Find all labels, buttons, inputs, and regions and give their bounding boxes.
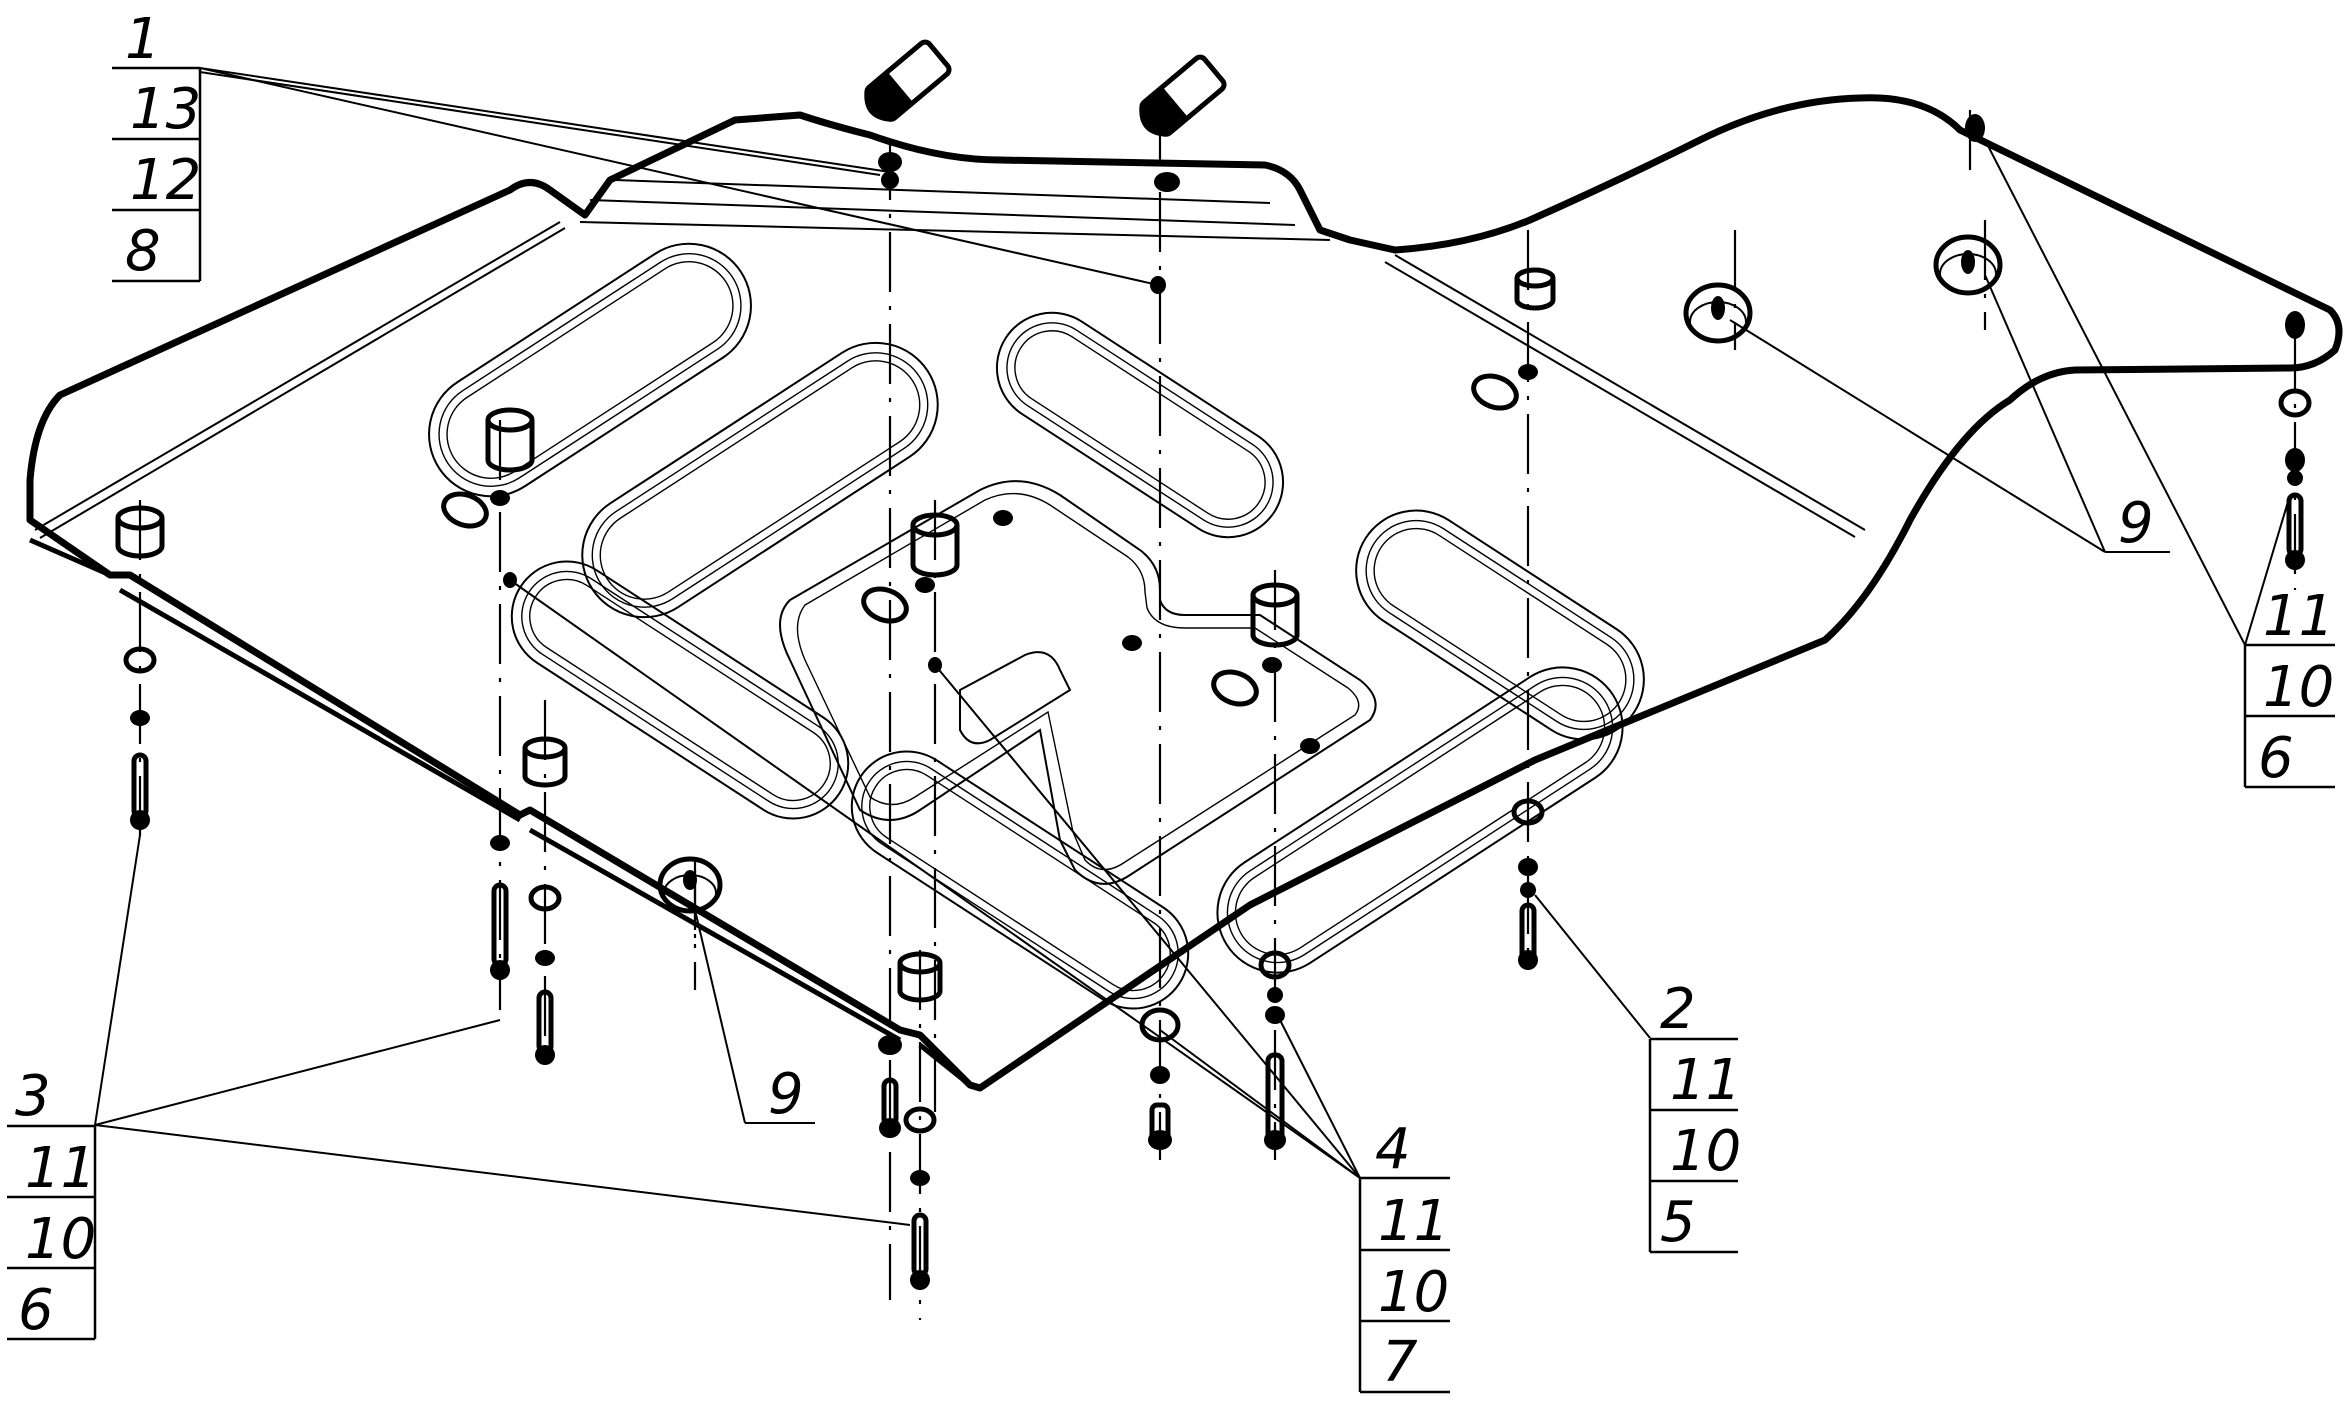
callout-3: 3 11 10 6 — [7, 1064, 96, 1343]
flange-line-top — [589, 199, 1296, 226]
callout-row: 6 — [18, 1278, 54, 1343]
center-emboss-inner — [796, 492, 1360, 871]
slot — [581, 341, 939, 619]
nut — [878, 1035, 902, 1055]
callout-head: 4 — [1375, 1117, 1411, 1182]
rubber-grommet — [1933, 234, 2003, 296]
fasteners — [123, 388, 2312, 1290]
slot — [1355, 509, 1645, 741]
washer — [123, 646, 157, 674]
callout-head: 1 — [125, 7, 161, 72]
callout-row: 10 — [1378, 1260, 1449, 1325]
flange-line-right-2 — [1384, 261, 1856, 538]
nut — [535, 950, 555, 966]
callout-row: 13 — [130, 77, 201, 142]
nut — [1267, 987, 1283, 1003]
washer — [903, 1106, 937, 1134]
plate-outline — [26, 94, 2343, 1092]
nut — [1154, 172, 1180, 192]
callout-9b: 9 — [2118, 491, 2154, 556]
callout-row: 10 — [25, 1207, 96, 1272]
spacer-bushing — [1514, 267, 1556, 311]
nut — [1150, 1066, 1170, 1084]
spacer-bushings — [115, 267, 1556, 1003]
callout-row: 8 — [125, 219, 161, 284]
slot — [1216, 666, 1624, 974]
callout-head: 9 — [768, 1062, 804, 1127]
slot — [850, 750, 1190, 1010]
callout-head: 2 — [1660, 977, 1696, 1042]
slot — [995, 311, 1285, 539]
spacer-bushing — [897, 951, 943, 1003]
nut — [490, 835, 510, 851]
callout-row: 5 — [1660, 1190, 1696, 1255]
nut — [130, 710, 150, 726]
washer — [1511, 798, 1545, 826]
assembly-axes — [138, 100, 2297, 1320]
callout-row: 7 — [1382, 1330, 1418, 1395]
rubber-grommets — [657, 234, 2003, 914]
callout-head: 11 — [2263, 584, 2334, 649]
nut — [2285, 448, 2305, 472]
spacer-bushing — [485, 407, 535, 473]
mounting-bracket — [1139, 54, 1227, 137]
rubber-grommet — [657, 856, 723, 914]
flange-line-top-3 — [579, 221, 1331, 241]
callout-11: 11 10 6 — [2243, 584, 2335, 791]
slot — [510, 560, 850, 820]
skid-plate — [26, 94, 2343, 1092]
washer — [2278, 388, 2312, 418]
nut — [881, 171, 899, 189]
washer — [528, 884, 562, 912]
nut — [1265, 1006, 1285, 1024]
center-emboss — [779, 480, 1377, 885]
callout-row: 11 — [25, 1136, 96, 1201]
rubber-grommet — [1683, 282, 1753, 344]
flange-line-right — [1394, 254, 1866, 531]
nut — [878, 152, 902, 172]
plate-slots — [428, 242, 1645, 1010]
washer — [1258, 950, 1292, 980]
nut — [1518, 858, 1538, 876]
callout-1: 1 13 12 8 — [112, 7, 201, 284]
spacer-bushing — [1250, 582, 1300, 648]
spacer-bushing — [115, 505, 165, 559]
callout-9a: 9 — [768, 1062, 804, 1127]
mounting-holes — [441, 114, 2305, 754]
callout-2: 2 11 10 5 — [1648, 977, 1741, 1255]
mounting-bracket — [864, 39, 952, 122]
callout-4: 4 11 10 7 — [1358, 1117, 1450, 1395]
callout-head: 9 — [2118, 491, 2154, 556]
slot — [428, 242, 752, 498]
callout-row: 11 — [1670, 1048, 1741, 1113]
callout-row: 12 — [130, 148, 201, 213]
callout-row: 10 — [2263, 655, 2334, 720]
callout-row: 10 — [1670, 1119, 1741, 1184]
flange-line-left — [34, 221, 561, 531]
callout-head: 3 — [15, 1064, 51, 1129]
spacer-bushing — [522, 736, 568, 788]
front-flange-lip — [28, 537, 972, 1087]
callout-row: 6 — [2258, 726, 2294, 791]
center-inner-loop — [959, 651, 1072, 745]
flange-line-left-2 — [39, 227, 566, 539]
nut — [910, 1170, 930, 1186]
callout-row: 11 — [1378, 1189, 1449, 1254]
spacer-bushing — [910, 512, 960, 578]
leader-lines — [94, 67, 2291, 1226]
